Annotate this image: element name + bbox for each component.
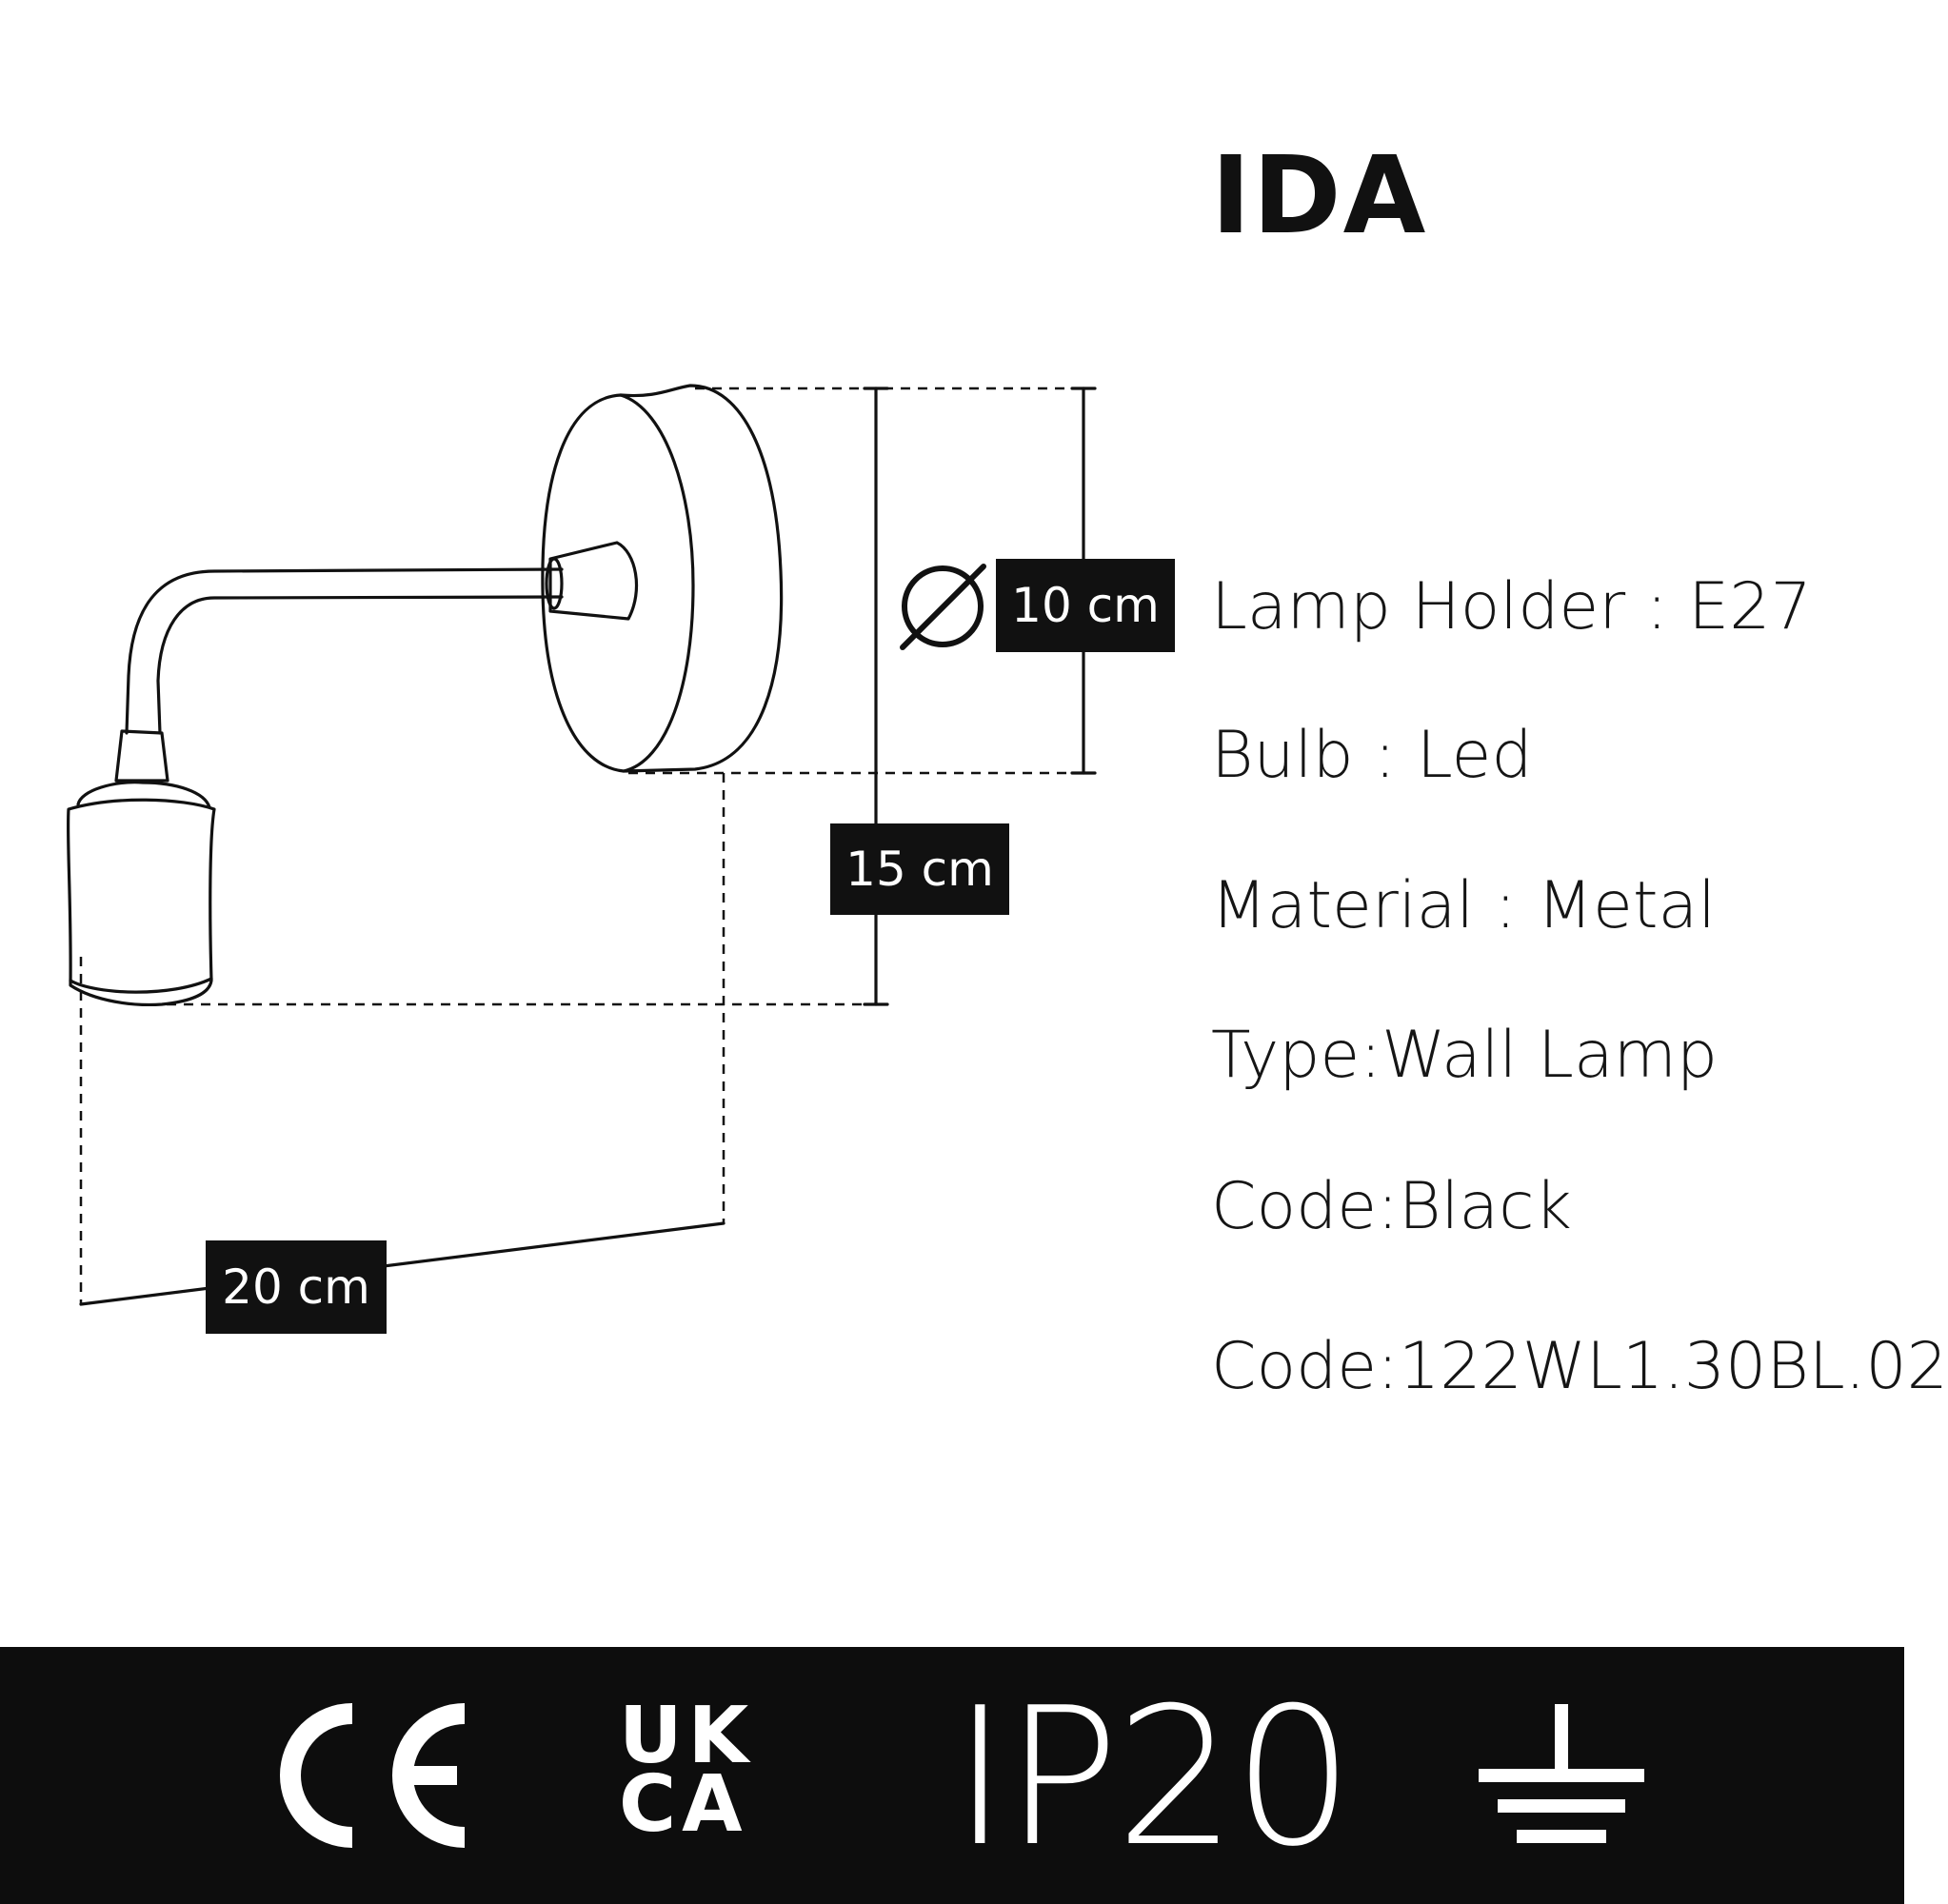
product-title: IDA bbox=[1211, 134, 1428, 258]
spec-type: Type:Wall Lamp bbox=[1211, 1018, 1719, 1093]
spec-product-code: Code:122WL1.30BL.02 bbox=[1211, 1329, 1948, 1404]
spec-bulb: Bulb : Led bbox=[1211, 718, 1533, 793]
ip-rating: IP20 bbox=[952, 1667, 1354, 1889]
certification-bar: CE UK CA IP20 bbox=[0, 1647, 1904, 1904]
ukca-bottom: CA bbox=[619, 1759, 748, 1851]
ce-mark-icon: CE bbox=[280, 1703, 466, 1848]
spec-lamp-holder: Lamp Holder : E27 bbox=[1211, 569, 1812, 645]
earth-ground-icon bbox=[1479, 1704, 1644, 1843]
cable-grip bbox=[114, 729, 169, 783]
bulb-socket bbox=[66, 781, 216, 1006]
reference-dashes bbox=[79, 387, 1095, 1304]
height-dimension-label: 15 cm bbox=[830, 823, 1009, 915]
spec-color-code: Code:Black bbox=[1211, 1169, 1572, 1244]
wall-canopy bbox=[541, 384, 784, 773]
ukca-top: UK bbox=[619, 1691, 755, 1781]
diameter-icon bbox=[900, 564, 986, 650]
lamp-technical-drawing bbox=[66, 384, 1097, 1306]
ukca-mark: UK CA bbox=[619, 1691, 755, 1851]
arm-connector bbox=[548, 541, 639, 621]
diameter-dimension-label: 10 cm bbox=[996, 559, 1175, 652]
depth-dimension-label: 20 cm bbox=[206, 1240, 387, 1334]
spec-material: Material : Metal bbox=[1211, 868, 1717, 943]
lamp-arm bbox=[125, 567, 564, 735]
